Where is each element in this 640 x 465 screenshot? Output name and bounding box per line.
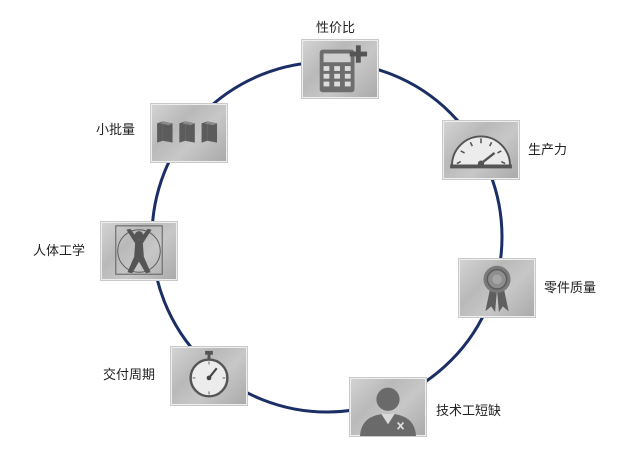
speedometer-icon [450, 135, 512, 169]
node-label-delivery-cycle: 交付周期 [103, 368, 156, 383]
stopwatch-icon [189, 350, 229, 398]
speedometer-node [442, 120, 520, 180]
award-node [458, 258, 536, 318]
calculator-node [301, 39, 379, 99]
node-label-cost-performance: 性价比 [316, 21, 356, 36]
node-label-ergonomics: 人体工学 [33, 244, 86, 259]
document-stack-icon [157, 121, 218, 143]
ergonomics-node [100, 221, 178, 281]
vitruvian-man-icon [115, 225, 163, 275]
calculator-icon [319, 45, 368, 93]
worker-icon [360, 387, 416, 436]
node-label-productivity: 生产力 [528, 143, 568, 158]
award-ribbon-icon [483, 265, 511, 313]
stopwatch-node [170, 346, 248, 406]
node-label-skilled-labor-shortage: 技术工短缺 [436, 404, 502, 419]
node-label-small-batch: 小批量 [96, 123, 136, 138]
node-label-part-quality: 零件质量 [544, 281, 597, 296]
worker-node [349, 377, 427, 437]
small-batch-node [150, 103, 228, 163]
